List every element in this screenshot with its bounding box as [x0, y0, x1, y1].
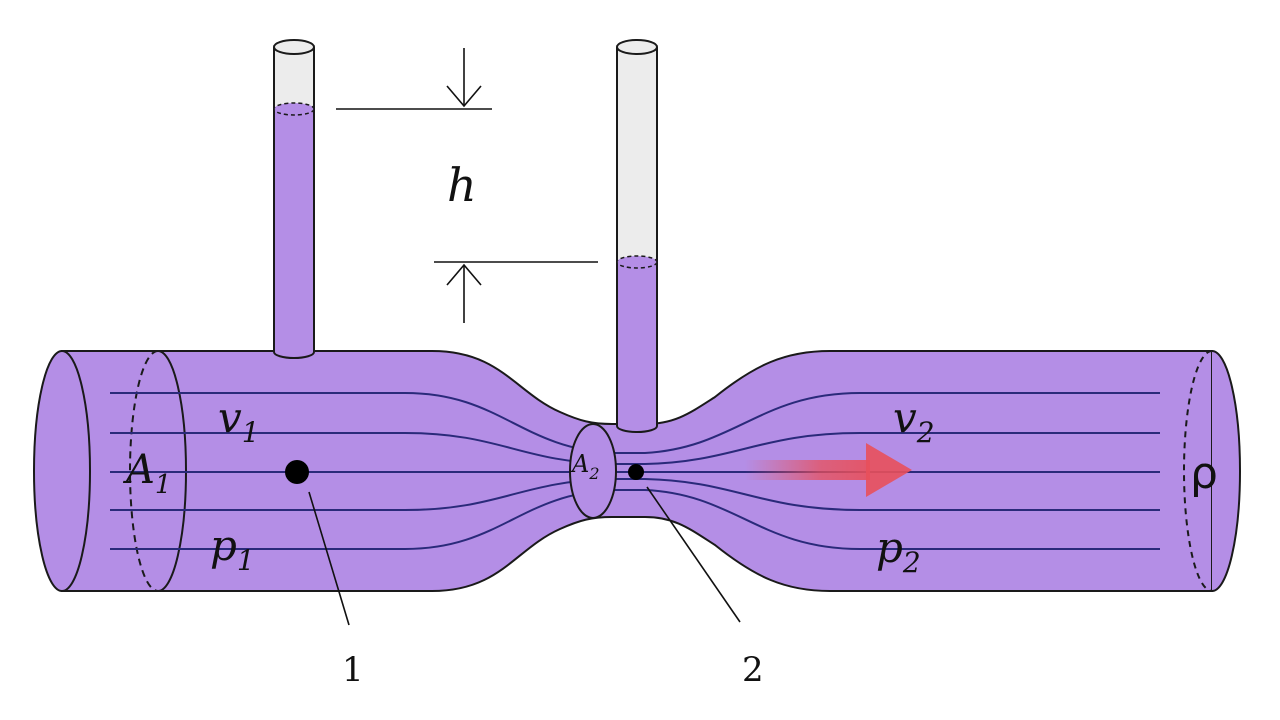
label-point-2: 2: [742, 650, 764, 690]
label-A2: A2: [570, 450, 600, 483]
right-fluid-level: [616, 255, 658, 269]
label-v1: v1: [218, 393, 260, 449]
pipe-outlet-end-hidden: [1183, 350, 1213, 592]
label-A1: A1: [122, 447, 171, 500]
left-pressure-tube: [273, 39, 315, 359]
streamline-1: [110, 392, 1160, 454]
flow-direction-arrow: [745, 443, 912, 497]
height-dimension: [336, 48, 598, 323]
pipe-inlet-end: [33, 350, 91, 592]
point-2-marker: [628, 464, 644, 480]
streamline-2: [110, 432, 1160, 465]
label-h: h: [447, 158, 477, 212]
label-point-1: 1: [342, 650, 364, 690]
point-2-leader: [646, 486, 741, 623]
streamline-5: [110, 489, 1160, 550]
point-1-leader: [308, 491, 350, 626]
pipe-outlet-end: [1211, 350, 1241, 592]
cross-section-a2: [569, 423, 617, 519]
label-p1: p1: [210, 521, 255, 577]
label-p2: p2: [876, 523, 921, 579]
point-1-marker: [285, 460, 309, 484]
label-v2: v2: [893, 393, 935, 449]
label-rho: ρ: [1190, 448, 1218, 499]
left-fluid-level: [273, 102, 315, 116]
streamline-4: [110, 478, 1160, 511]
right-pressure-tube: [616, 39, 658, 433]
